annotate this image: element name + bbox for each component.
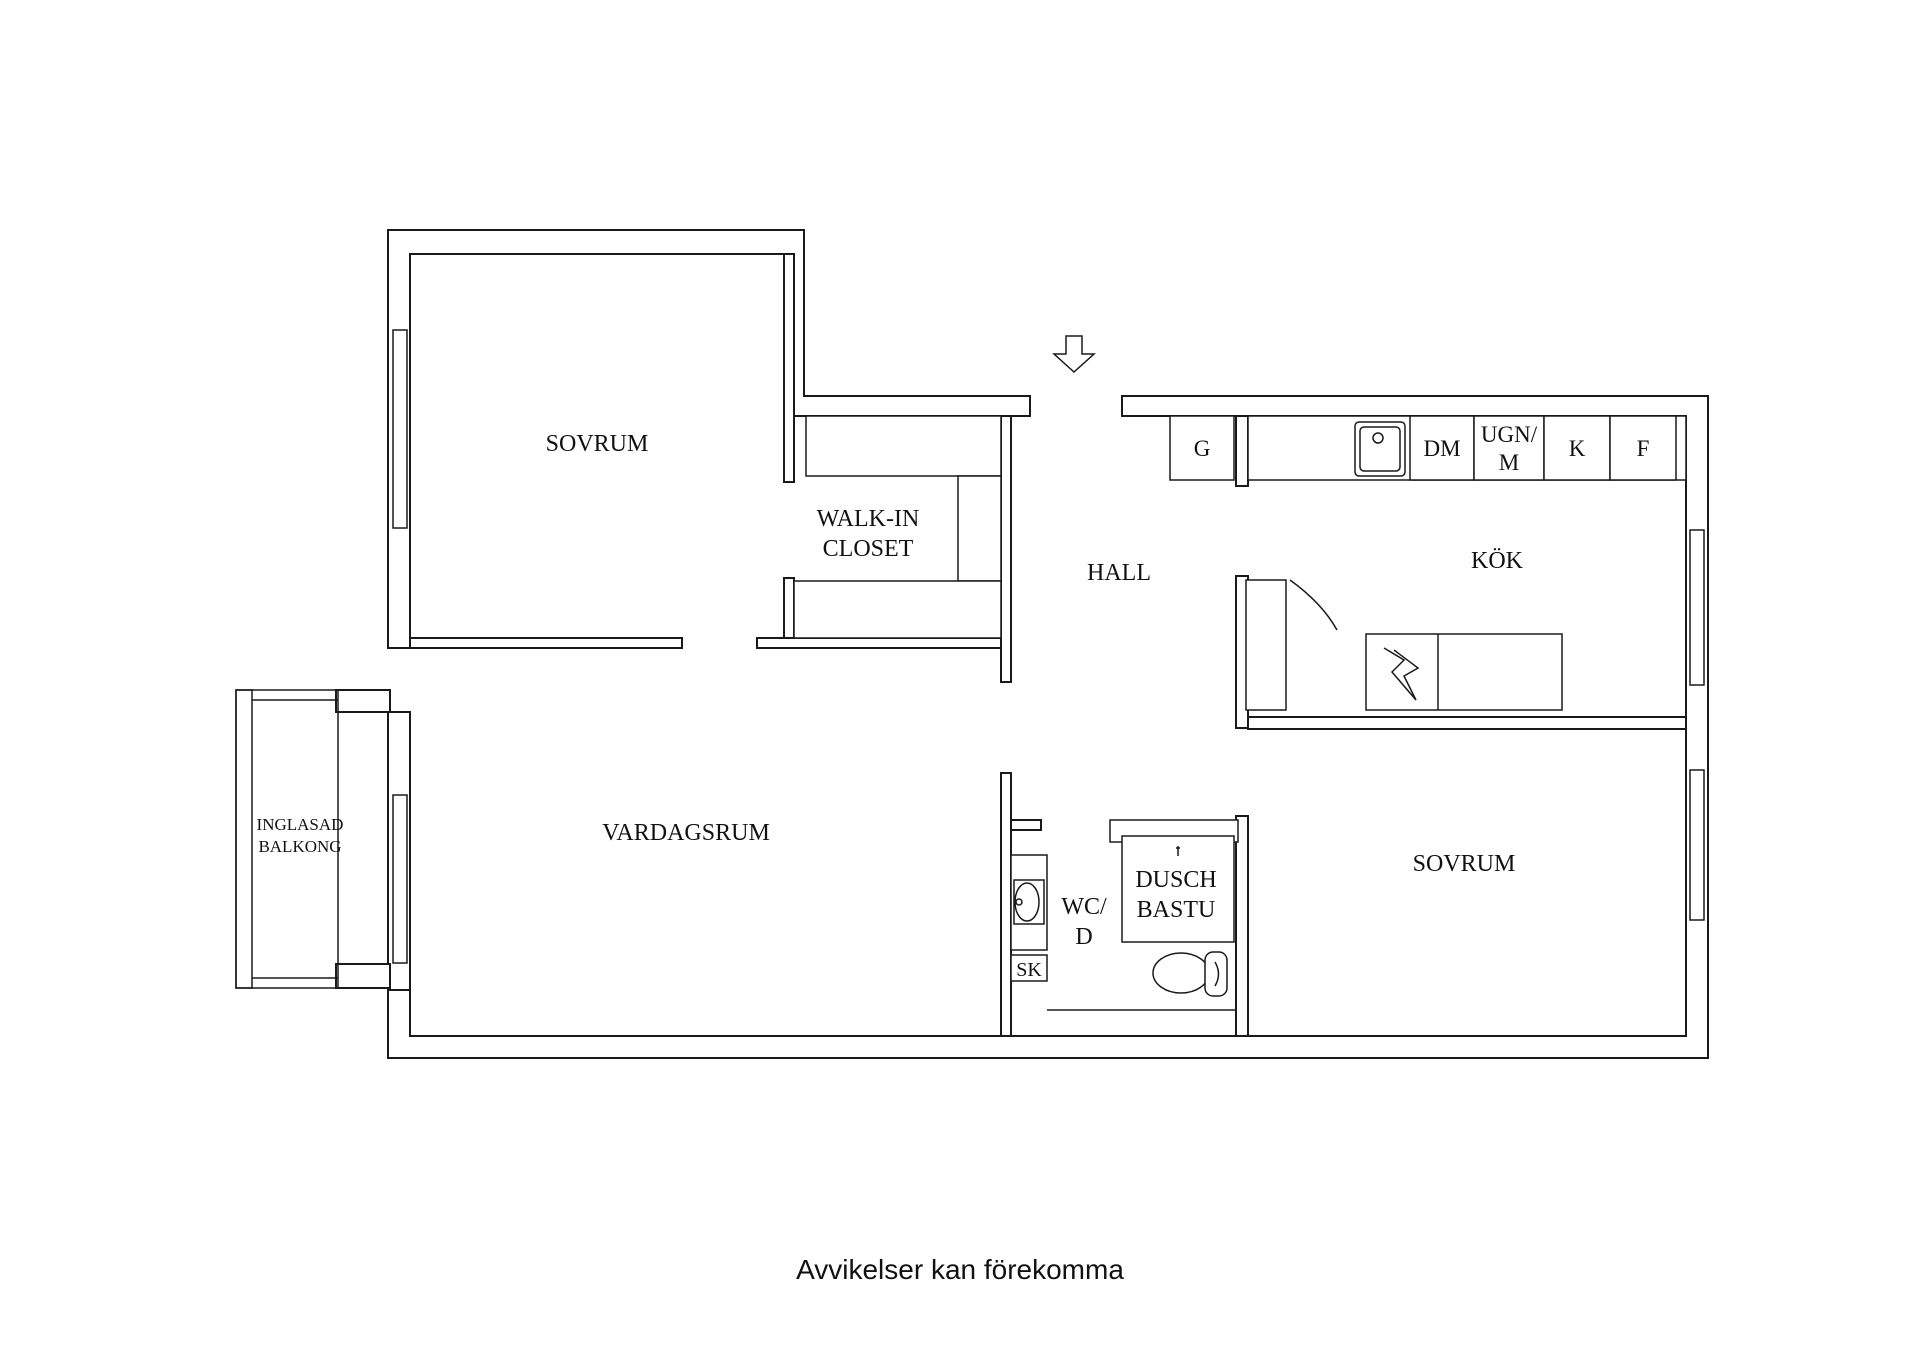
label-dusch: DUSCH <box>1135 867 1216 893</box>
kitchen-unit-g <box>1169 415 1235 481</box>
kitchen-unit-f <box>1609 415 1677 481</box>
label-wc: WC/ <box>1061 894 1107 920</box>
label-closet: CLOSET <box>823 536 914 562</box>
interior-walls <box>409 253 1687 1037</box>
toilet-icon <box>1152 951 1228 997</box>
label-f: F <box>1637 436 1650 461</box>
label-kok: KÖK <box>1471 548 1524 574</box>
label-hall: HALL <box>1087 560 1151 586</box>
kitchen-island <box>1245 579 1563 711</box>
label-balkong: BALKONG <box>258 837 341 856</box>
stove-icon <box>1383 647 1420 701</box>
label-sk: SK <box>1016 959 1042 981</box>
label-walk-in: WALK-IN <box>817 506 920 532</box>
label-sovrum-2: SOVRUM <box>1413 851 1516 877</box>
label-ugn: UGN/ <box>1481 422 1538 447</box>
kitchen-counter <box>1169 415 1687 481</box>
kitchen-sink-icon <box>1354 421 1406 477</box>
disclaimer-text: Avvikelser kan förekomma <box>796 1254 1124 1285</box>
label-inglasad: INGLASAD <box>257 815 344 834</box>
windows <box>392 329 1705 964</box>
label-m: M <box>1499 450 1519 475</box>
label-sovrum-1: SOVRUM <box>546 431 649 457</box>
label-bastu: BASTU <box>1137 897 1216 923</box>
label-dm: DM <box>1423 436 1460 461</box>
label-k: K <box>1569 436 1586 461</box>
closet-shelves <box>793 415 1002 639</box>
label-d: D <box>1075 924 1092 950</box>
kitchen-unit-ugn <box>1473 415 1545 481</box>
entrance-arrow-icon <box>1052 335 1096 374</box>
label-g: G <box>1194 436 1211 461</box>
balcony <box>235 689 339 989</box>
washbasin-icon <box>1013 879 1045 925</box>
label-vardagsrum: VARDAGSRUM <box>602 820 770 846</box>
kitchen-unit-dm <box>1409 415 1475 481</box>
